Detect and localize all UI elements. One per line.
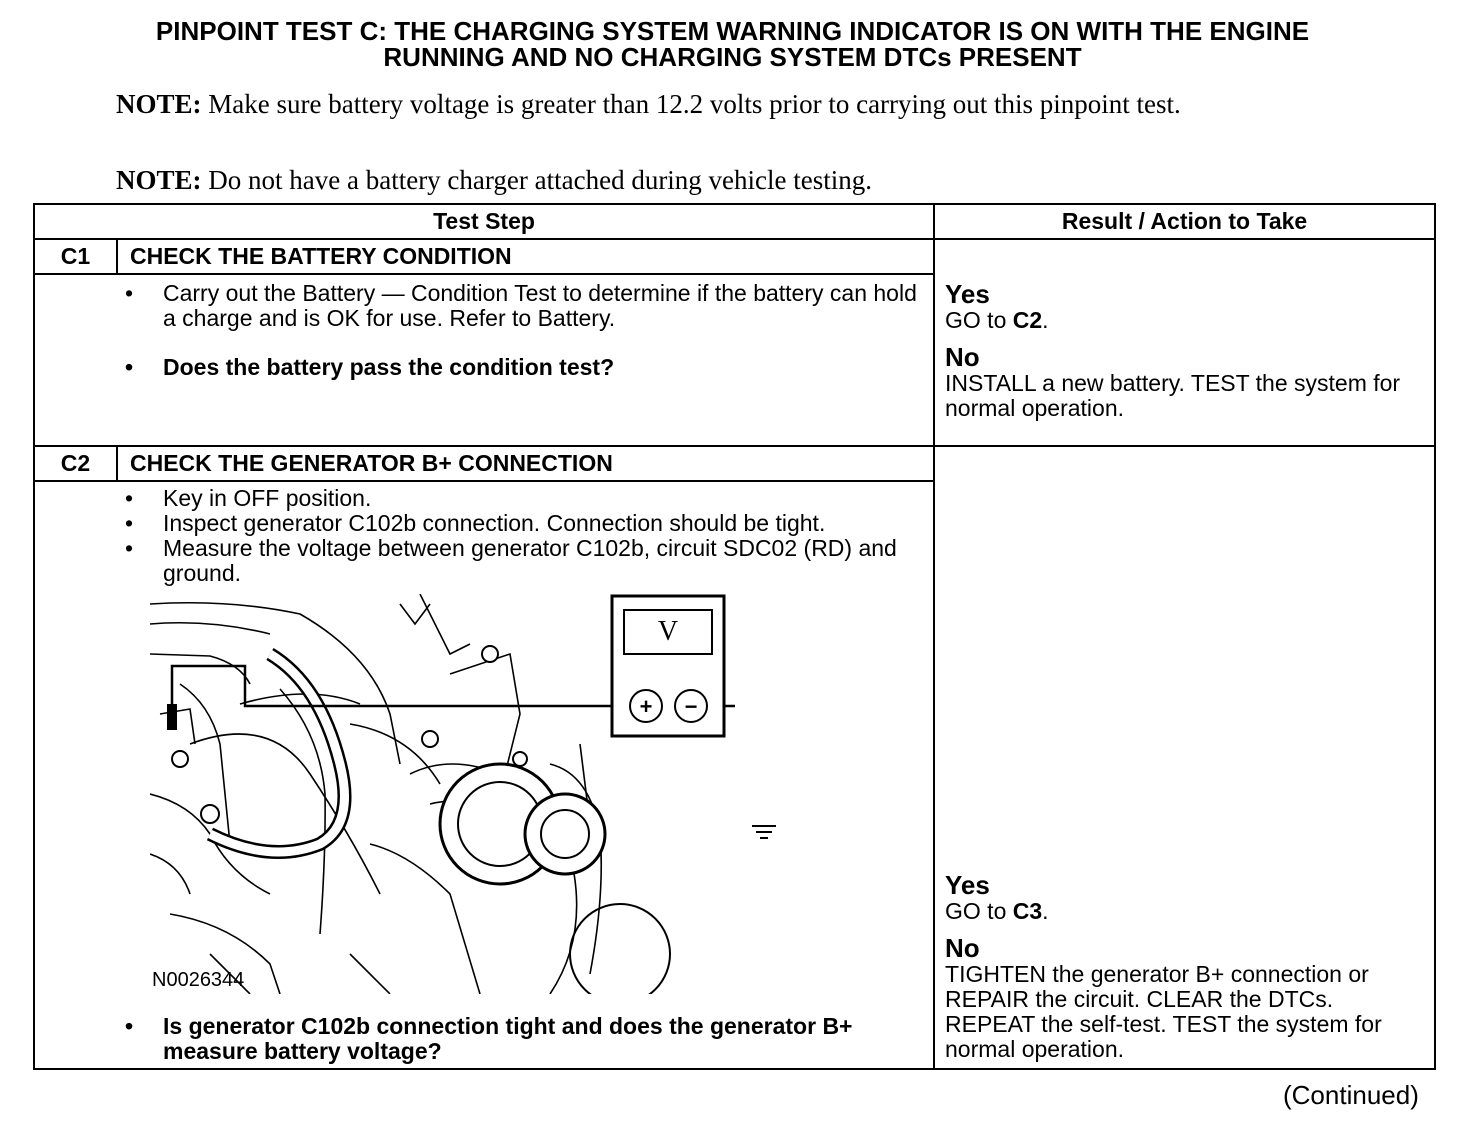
title-line-2: RUNNING AND NO CHARGING SYSTEM DTCs PRES…	[383, 42, 1082, 72]
no-label: No	[945, 933, 980, 963]
step-c2-body-row: Key in OFF position. Inspect generator C…	[32, 480, 1435, 1070]
step-c2-title-row: C2 CHECK THE GENERATOR B+ CONNECTION Yes…	[33, 445, 1437, 1070]
generator-test-illustration: V + − N0026344	[149, 593, 776, 1005]
meter-symbol: V	[658, 616, 678, 647]
goto-c2-link[interactable]: C2	[1012, 307, 1043, 333]
meter-plus: +	[640, 694, 653, 719]
page-title: PINPOINT TEST C: THE CHARGING SYSTEM WAR…	[0, 18, 1465, 70]
no-action: TIGHTEN the generator B+ connection or R…	[945, 961, 1382, 1062]
yes-action: GO to C2.	[945, 307, 1049, 333]
step-question: Does the battery pass the condition test…	[115, 355, 933, 381]
note-2: NOTE: Do not have a battery charger atta…	[116, 166, 1336, 195]
no-label: No	[945, 342, 980, 372]
note-text: Make sure battery voltage is greater tha…	[201, 89, 1181, 119]
step-number: C2	[33, 445, 118, 482]
step-item: Carry out the Battery — Condition Test t…	[115, 281, 933, 331]
step-c2-result: Yes GO to C3. No TIGHTEN the generator B…	[933, 445, 1437, 1070]
step-c1-title-row: C1 CHECK THE BATTERY CONDITION Yes GO to…	[33, 238, 1437, 447]
yes-label: Yes	[945, 870, 990, 900]
step-c2-body: Key in OFF position. Inspect generator C…	[32, 480, 936, 1070]
yes-text: GO to	[945, 898, 1013, 924]
yes-label: Yes	[945, 279, 990, 309]
step-c1-body-row: Carry out the Battery — Condition Test t…	[32, 273, 1435, 447]
step-item: Key in OFF position.	[115, 486, 933, 512]
pinpoint-test-table: Test Step Result / Action to Take C1 CHE…	[32, 203, 1437, 1070]
step-c1-body: Carry out the Battery — Condition Test t…	[32, 273, 936, 447]
figure-id: N0026344	[152, 969, 244, 991]
engine-diagram: V + − N0026344	[149, 593, 767, 1005]
note-text: Do not have a battery charger attached d…	[201, 165, 873, 195]
step-c1-result: Yes GO to C2. No INSTALL a new battery. …	[933, 238, 1437, 447]
goto-c3-link[interactable]: C3	[1012, 898, 1043, 924]
header-result-action: Result / Action to Take	[933, 203, 1437, 240]
step-question: Is generator C102b connection tight and …	[115, 1014, 933, 1064]
ground-icon	[752, 825, 776, 839]
note-1: NOTE: Make sure battery voltage is great…	[116, 90, 1336, 119]
yes-text: GO to	[945, 307, 1013, 333]
header-test-step: Test Step	[32, 203, 936, 240]
step-title: CHECK THE BATTERY CONDITION	[115, 238, 936, 275]
meter-minus: −	[685, 694, 698, 719]
table-header-row: Test Step Result / Action to Take	[32, 203, 1437, 240]
step-number: C1	[33, 238, 118, 275]
no-action: INSTALL a new battery. TEST the system f…	[945, 370, 1401, 421]
step-item: Measure the voltage between generator C1…	[115, 536, 933, 586]
step-item: Inspect generator C102b connection. Conn…	[115, 511, 933, 537]
title-line-1: PINPOINT TEST C: THE CHARGING SYSTEM WAR…	[155, 16, 1310, 46]
step-title: CHECK THE GENERATOR B+ CONNECTION	[115, 445, 936, 482]
continued-label: (Continued)	[1283, 1080, 1419, 1110]
yes-action: GO to C3.	[945, 898, 1049, 924]
note-label: NOTE:	[116, 89, 202, 119]
note-label: NOTE:	[116, 165, 202, 195]
